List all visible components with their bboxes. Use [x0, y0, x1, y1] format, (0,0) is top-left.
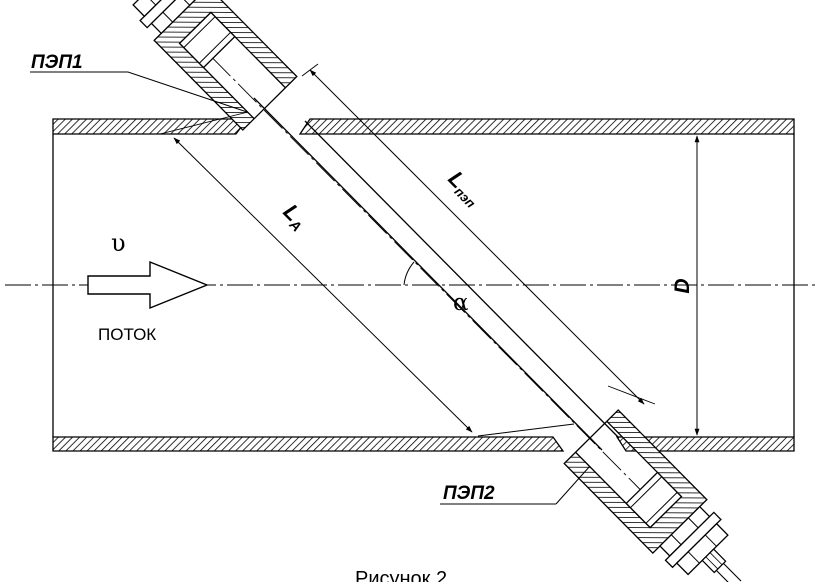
svg-text:Lпэп: Lпэп: [442, 166, 487, 211]
flow-arrow-icon: [87, 260, 209, 310]
svg-text:D: D: [671, 278, 694, 293]
diameter-label: D: [671, 278, 694, 293]
sensor1-label: ПЭП1: [31, 52, 83, 73]
flow-label: ПОТОК: [98, 325, 156, 344]
pipe-bottom-wall: [52, 436, 795, 452]
la-label: LA: [277, 199, 313, 235]
figure-caption: Рисунок 2: [355, 568, 447, 582]
transducer-1-nut-outer: [132, 0, 186, 18]
dimension-la: [159, 111, 575, 437]
channel-axis-line: [159, 4, 713, 563]
sensor1-leader: [30, 71, 248, 113]
angle-label: α: [453, 290, 469, 316]
svg-text:LA: LA: [277, 199, 313, 235]
pipe-top-wall: [52, 118, 795, 135]
transducer-2-element: [625, 471, 683, 529]
transducer-2: [563, 409, 742, 582]
transducer-1-washer: [139, 0, 197, 29]
dimension-lpep: [301, 63, 656, 405]
angle-arc: [403, 261, 415, 286]
lpep-label: Lпэп: [442, 166, 487, 211]
acoustic-channel: [159, 4, 713, 563]
transducer-1-element: [178, 11, 236, 69]
velocity-label: υ: [111, 229, 126, 257]
dimension-lpep-line: [309, 69, 645, 405]
transducer-2-thread: [701, 548, 727, 574]
transducer-2-cable: [715, 569, 735, 582]
sensor2-label: ПЭП2: [443, 483, 495, 504]
transducer-1: [132, 0, 298, 131]
